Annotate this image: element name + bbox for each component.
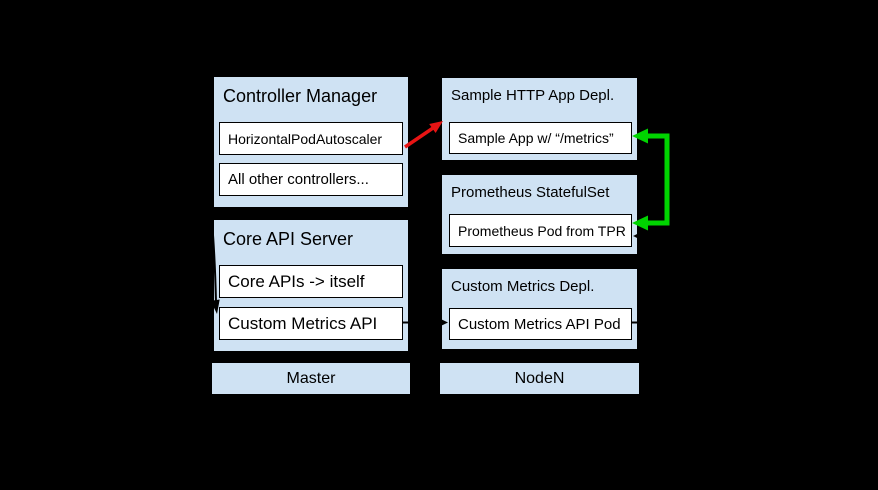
node-label: Core APIs -> itself — [228, 271, 365, 291]
node-all-other-controllers: All other controllers... — [219, 163, 403, 196]
node-core-apis-itself: Core APIs -> itself — [219, 265, 403, 298]
node-label: Sample App w/ “/metrics” — [458, 130, 614, 146]
group-sample-http-app-depl: Sample HTTP App Depl. Sample App w/ “/me… — [440, 76, 639, 162]
node-custom-metrics-api: Custom Metrics API — [219, 307, 403, 340]
group-title-custom-metrics-depl: Custom Metrics Depl. — [451, 278, 595, 295]
node-label: Custom Metrics API — [228, 313, 378, 333]
arrow-line — [645, 133, 670, 226]
node-custom-metrics-api-pod: Custom Metrics API Pod — [449, 308, 632, 340]
group-core-api-server: Core API Server Core APIs -> itself Cust… — [212, 218, 410, 353]
group-prometheus-statefulset: Prometheus StatefulSet Prometheus Pod fr… — [440, 173, 639, 256]
node-prometheus-pod-from-tpr: Prometheus Pod from TPR — [449, 214, 632, 247]
group-title-core-api-server: Core API Server — [223, 229, 354, 249]
group-title-prometheus-statefulset: Prometheus StatefulSet — [451, 184, 610, 201]
node-label: Prometheus Pod from TPR — [458, 222, 626, 239]
arrow-hpa-to-sample-app-depl — [404, 121, 443, 149]
group-controller-manager: Controller Manager HorizontalPodAutoscal… — [212, 75, 410, 209]
label-master: Master — [212, 363, 410, 394]
node-horizontal-pod-autoscaler: HorizontalPodAutoscaler — [219, 122, 403, 155]
node-sample-app-metrics: Sample App w/ “/metrics” — [449, 122, 632, 154]
node-label: HorizontalPodAutoscaler — [228, 130, 383, 147]
group-custom-metrics-depl: Custom Metrics Depl. Custom Metrics API … — [440, 267, 639, 351]
node-label: All other controllers... — [228, 171, 369, 188]
node-label: Custom Metrics API Pod — [458, 315, 621, 333]
label-noden-text: NodeN — [514, 369, 565, 387]
group-title-controller-manager: Controller Manager — [223, 86, 378, 106]
label-master-text: Master — [286, 369, 336, 387]
group-title-sample-http-app-depl: Sample HTTP App Depl. — [451, 87, 615, 104]
label-noden: NodeN — [440, 363, 639, 394]
